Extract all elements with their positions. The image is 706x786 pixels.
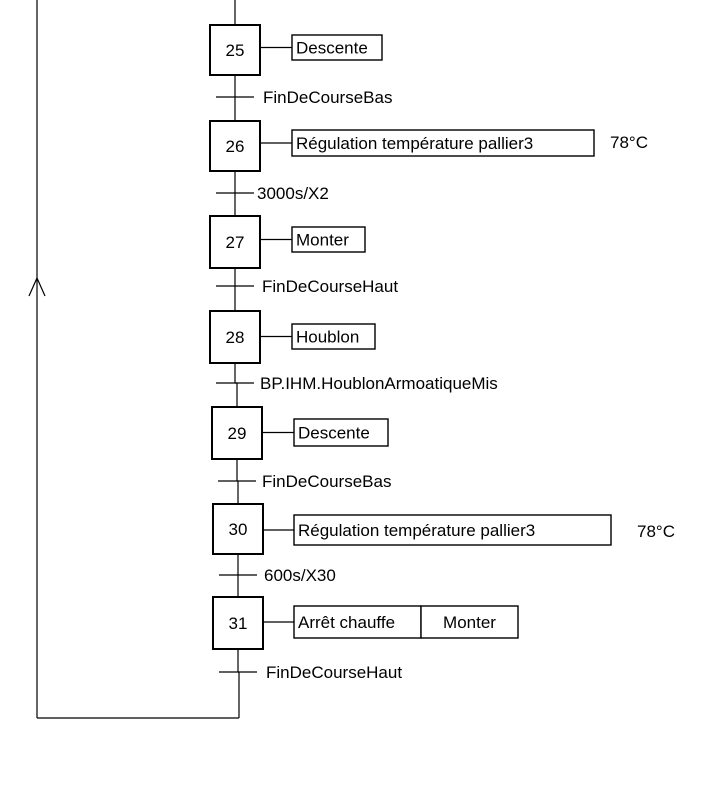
step-box	[212, 596, 264, 650]
step-number: 29	[228, 424, 247, 443]
action-box	[420, 605, 519, 639]
transition-6: 600s/X30	[219, 566, 336, 585]
action-box	[291, 323, 376, 350]
action-label: Monter	[296, 231, 349, 250]
transition-condition: BP.IHM.HoublonArmoatiqueMis	[260, 374, 498, 393]
step-29: 29 Descente	[211, 406, 389, 504]
transitions-layer: FinDeCourseBas3000s/X2FinDeCourseHautBP.…	[216, 88, 498, 682]
step-box	[209, 310, 261, 364]
transition-3: FinDeCourseHaut	[216, 277, 398, 296]
action-box	[291, 226, 366, 253]
step-number: 28	[226, 328, 245, 347]
step-31: 31 Arrêt chauffe Monter	[212, 596, 519, 700]
step-box	[212, 503, 264, 555]
step-25: 25 Descente	[209, 24, 383, 121]
transition-condition: FinDeCourseBas	[262, 472, 391, 491]
transition-condition: 600s/X30	[264, 566, 336, 585]
action-label: Descente	[296, 39, 368, 58]
transition-condition: 3000s/X2	[257, 184, 329, 203]
temperature-note: 78°C	[637, 522, 675, 541]
transition-condition: FinDeCourseHaut	[262, 277, 398, 296]
transition-5: FinDeCourseBas	[218, 472, 391, 491]
action-label: Arrêt chauffe	[298, 613, 395, 632]
action-box	[293, 418, 389, 447]
step-number: 27	[226, 233, 245, 252]
temperature-note: 78°C	[610, 133, 648, 152]
step-27: 27 Monter	[209, 215, 366, 311]
step-28: 28 Houblon	[209, 310, 376, 407]
transition-condition: FinDeCourseHaut	[266, 663, 402, 682]
action-label: Descente	[298, 424, 370, 443]
return-loop	[28, 0, 240, 719]
transition-2: 3000s/X2	[216, 184, 329, 203]
transition-1: FinDeCourseBas	[216, 88, 392, 107]
transition-7: FinDeCourseHaut	[219, 663, 402, 682]
step-number: 25	[226, 41, 245, 60]
step-number: 26	[226, 137, 245, 156]
action-box	[291, 129, 595, 157]
action-box	[291, 34, 383, 61]
step-number: 31	[229, 614, 248, 633]
step-30: 30 Régulation température pallier3 78°C	[212, 503, 675, 597]
step-26: 26 Régulation température pallier3 78°C	[209, 120, 648, 216]
action-box	[293, 514, 612, 546]
transition-4: BP.IHM.HoublonArmoatiqueMis	[216, 374, 498, 393]
action-label: Régulation température pallier3	[296, 134, 533, 153]
transition-condition: FinDeCourseBas	[263, 88, 392, 107]
step-number: 30	[229, 520, 248, 539]
action-label: Régulation température pallier3	[298, 521, 535, 540]
action-label: Monter	[443, 613, 496, 632]
step-box	[211, 406, 263, 460]
step-box	[209, 24, 261, 76]
action-label: Houblon	[296, 328, 359, 347]
up-arrow-icon	[28, 276, 46, 297]
